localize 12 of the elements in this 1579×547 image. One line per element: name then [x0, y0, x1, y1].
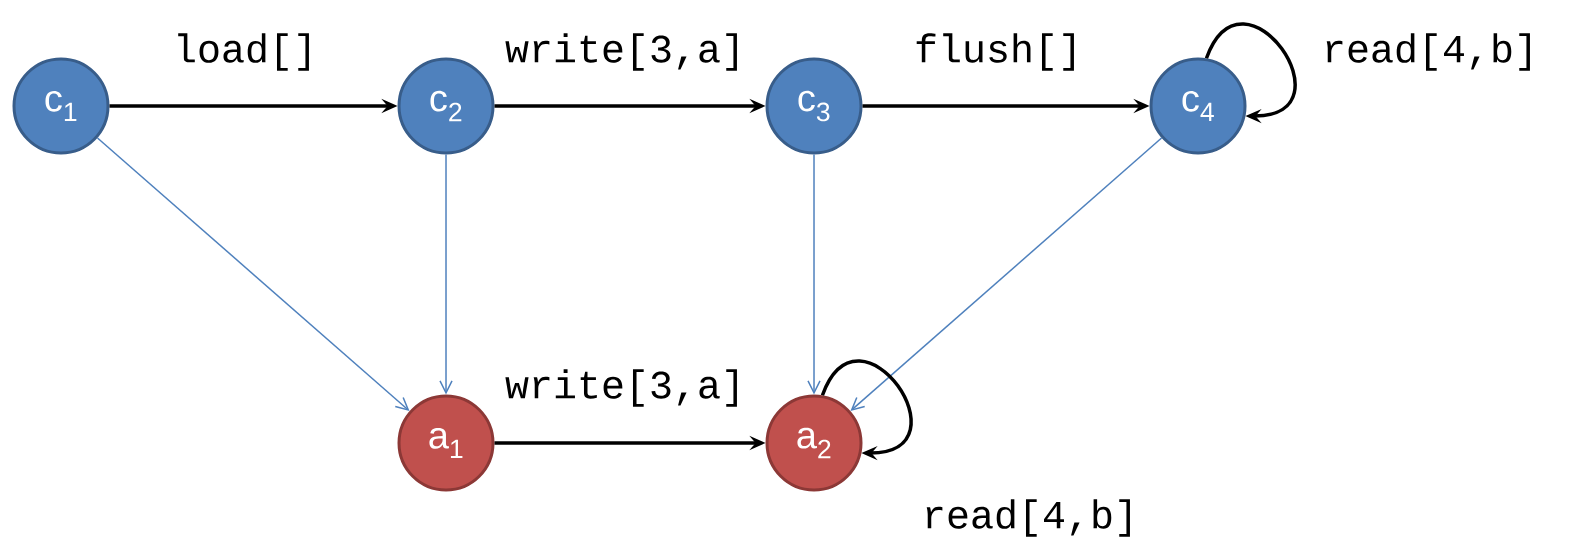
- arrow: [807, 153, 821, 395]
- edge-label: read[4,b]: [920, 497, 1141, 539]
- edge-label: read[4,b]: [1320, 31, 1541, 73]
- edge-label: flush[]: [912, 31, 1084, 73]
- arrow: [1204, 22, 1297, 124]
- arrow: [96, 137, 410, 412]
- edge-label: write[3,a]: [503, 367, 748, 409]
- arrow: [820, 359, 913, 461]
- edge-label: write[3,a]: [503, 31, 748, 73]
- edge-label: load[]: [171, 31, 319, 73]
- arrow: [439, 153, 453, 395]
- arrow: [850, 137, 1163, 411]
